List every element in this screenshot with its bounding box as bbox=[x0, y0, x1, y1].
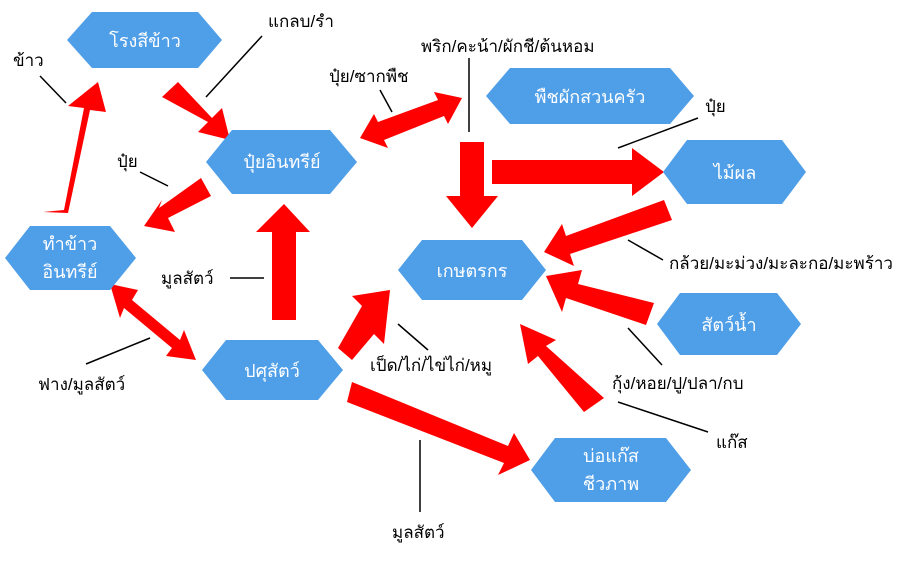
node-livestock-shape bbox=[202, 340, 343, 400]
leader-gas bbox=[617, 401, 709, 433]
leader-rice bbox=[39, 75, 67, 104]
arrow-livestock-to-biogas bbox=[347, 382, 530, 475]
node-organic-rice-line1: ทำข้าว bbox=[43, 234, 98, 254]
arrow-livestock-to-fertilizer bbox=[256, 204, 310, 320]
leader-fert-residue bbox=[379, 89, 393, 113]
node-farmer-shape bbox=[398, 240, 546, 300]
leader-straw-manure bbox=[85, 337, 151, 365]
node-organic-rice-shape bbox=[5, 226, 136, 290]
node-aquatic-animals: สัตว์น้ำ bbox=[701, 312, 756, 335]
arrow-rice-livestock bbox=[110, 284, 196, 360]
label-fert-to-rice: ปุ๋ย bbox=[117, 152, 138, 172]
label-manure-bottom: มูลสัตว์ bbox=[392, 523, 445, 543]
label-seafood: กุ้ง/หอย/ปู/ปลา/กบ bbox=[612, 374, 744, 394]
node-rice-mill: โรงสีข้าว bbox=[109, 30, 181, 51]
node-biogas-line1: บ่อแก๊ส bbox=[583, 446, 639, 466]
node-fertilizer-shape bbox=[206, 130, 357, 194]
arrow-fertilizer-to-rice bbox=[144, 178, 211, 232]
arrows bbox=[43, 82, 672, 475]
leader-fert-to-fruit bbox=[617, 117, 699, 149]
label-fert-to-fruit: ปุ๋ย bbox=[705, 97, 726, 117]
label-poultry: เป็ด/ไก่/ไข่ไก่/หมู bbox=[370, 354, 492, 376]
label-rice: ข้าว bbox=[13, 51, 44, 70]
leader-seafood bbox=[627, 327, 663, 366]
label-straw-manure: ฟาง/มูลสัตว์ bbox=[38, 375, 125, 395]
node-fruit-shape bbox=[663, 140, 806, 204]
node-biogas-shape bbox=[531, 438, 691, 502]
label-vegetables: พริก/คะน้า/ผักชี/ต้นหอม bbox=[421, 37, 595, 56]
label-manure-up: มูลสัตว์ bbox=[161, 269, 214, 289]
label-gas: แก๊ส bbox=[716, 433, 748, 452]
arrow-mill-to-fertilizer bbox=[162, 82, 230, 140]
label-bran: แกลบ/รำ bbox=[268, 12, 334, 31]
leader-fruits bbox=[627, 239, 664, 261]
leader-lines bbox=[39, 35, 709, 512]
arrow-fertilizer-garden bbox=[360, 92, 462, 148]
node-farmer: เกษตรกร bbox=[437, 261, 508, 281]
label-fruits: กล้วย/มะม่วง/มะละกอ/มะพร้าว bbox=[669, 254, 893, 273]
arrow-garden-to-farmer bbox=[446, 142, 498, 228]
node-garden-shape bbox=[486, 68, 694, 124]
node-biogas-line2: ชีวภาพ bbox=[583, 474, 639, 494]
arrow-rice-to-mill bbox=[43, 82, 106, 213]
label-fert-residue: ปุ๋ย/ซากพืช bbox=[329, 67, 409, 87]
node-aquatic-shape bbox=[657, 293, 801, 355]
node-rice-mill-shape bbox=[67, 12, 222, 68]
node-kitchen-garden: พืชผักสวนครัว bbox=[535, 87, 646, 107]
nodes bbox=[5, 12, 806, 502]
node-organic-fertilizer: ปุ๋ยอินทรีย์ bbox=[243, 152, 320, 173]
arrow-aquatic-to-farmer bbox=[546, 270, 654, 325]
leader-bran bbox=[205, 35, 263, 98]
arrow-biogas-to-farmer bbox=[520, 324, 604, 412]
arrow-fruit-to-farmer bbox=[544, 200, 672, 266]
node-fruit-trees: ไม้ผล bbox=[712, 162, 757, 183]
leader-fert-to-rice bbox=[139, 171, 169, 187]
arrow-garden-to-fruit bbox=[492, 148, 664, 196]
leader-poultry bbox=[397, 323, 429, 351]
node-organic-rice-line2: อินทรีย์ bbox=[42, 262, 97, 282]
node-livestock: ปศุสัตว์ bbox=[244, 361, 300, 382]
arrow-livestock-to-farmer bbox=[338, 290, 390, 360]
